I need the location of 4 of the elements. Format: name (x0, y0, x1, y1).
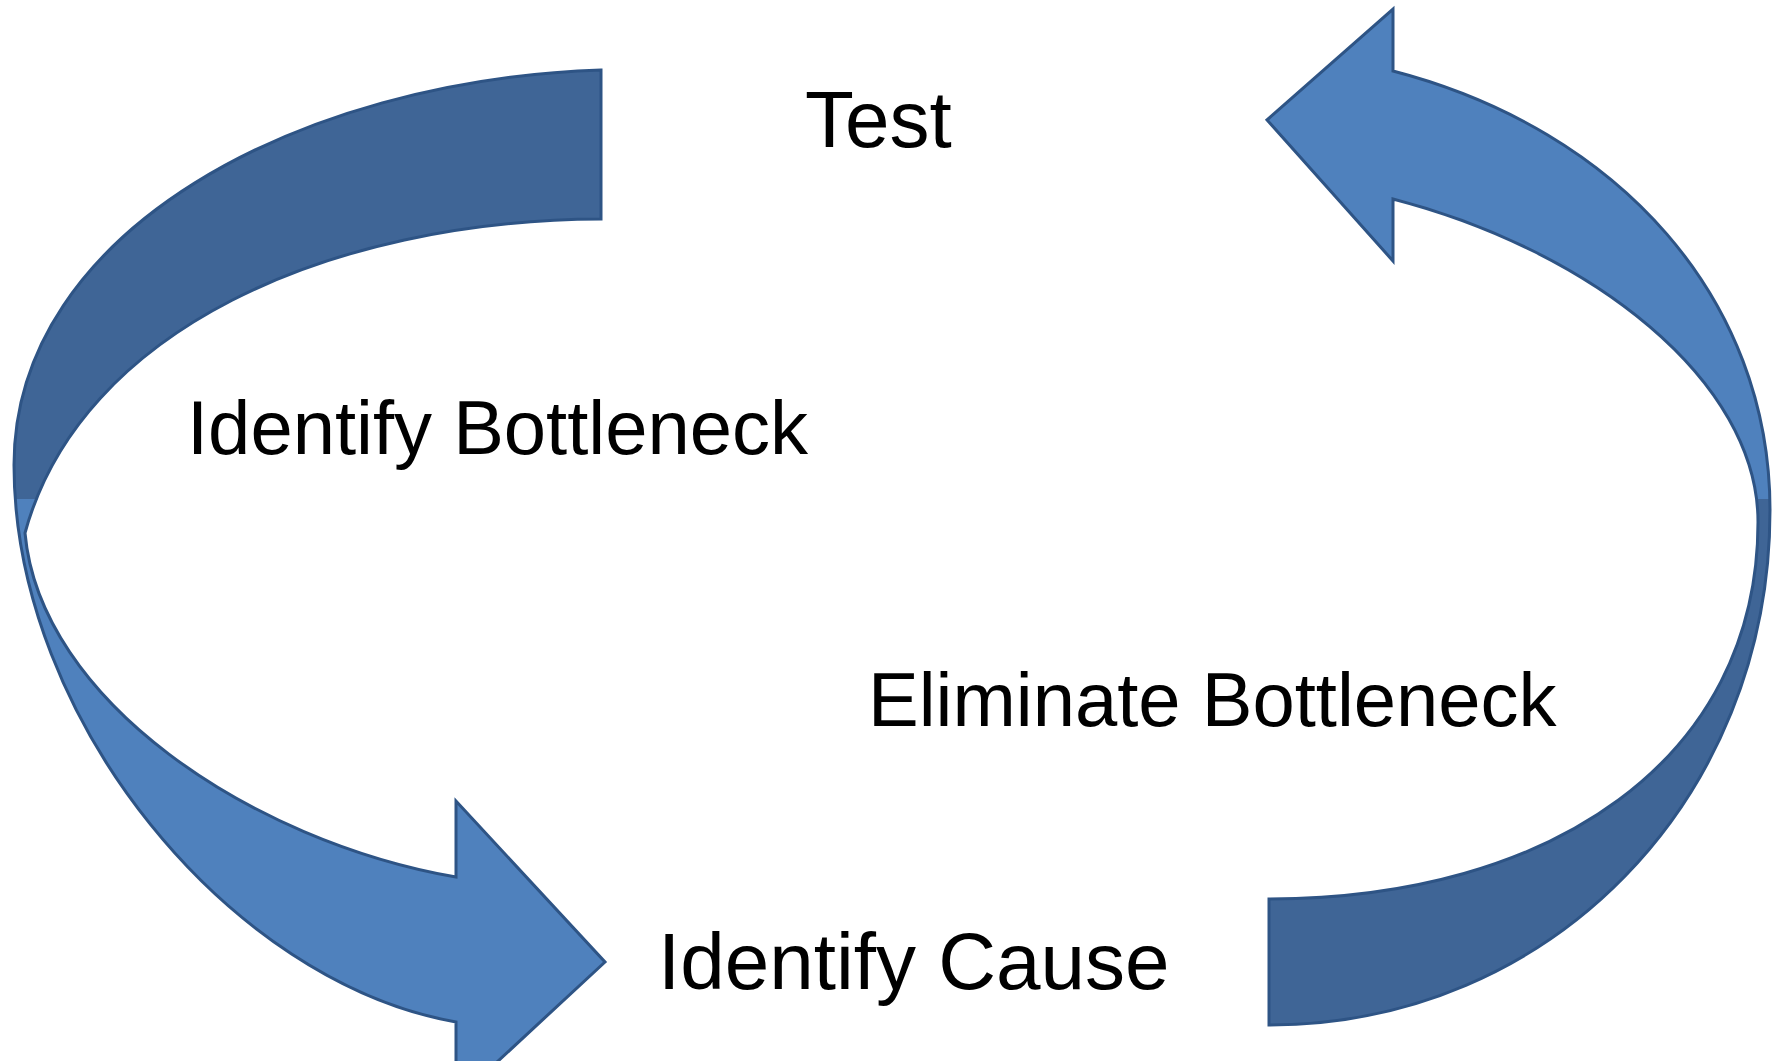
step-label: Test (805, 76, 952, 164)
curved-arrow (12, 68, 607, 1061)
step-label: Identify Cause (658, 918, 1170, 1006)
curved-arrow (1265, 7, 1772, 1027)
